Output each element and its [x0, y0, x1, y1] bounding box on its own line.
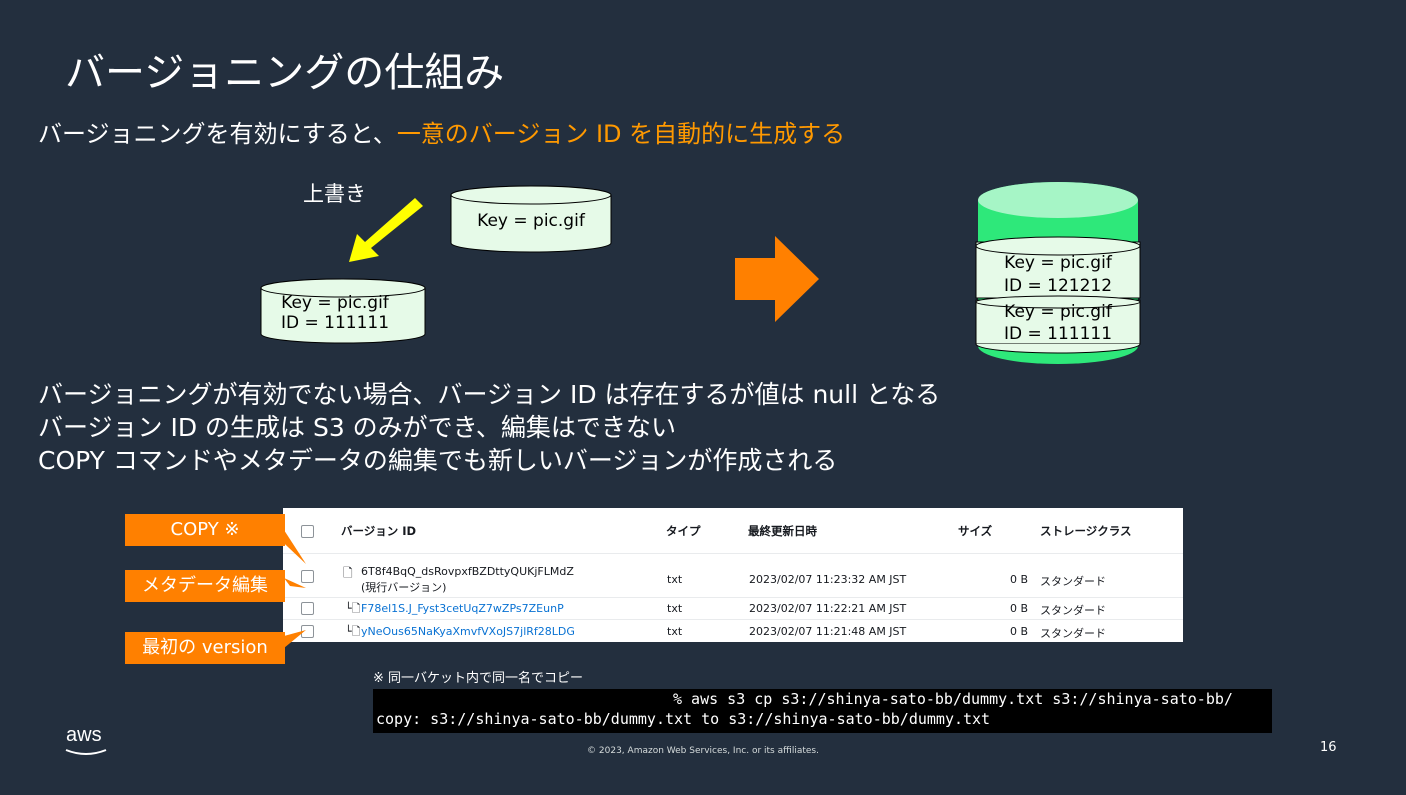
versioned-bucket — [975, 182, 1141, 364]
table-row: 🗋 6T8f4BqQ_dsRovpxfBZDttyQUKjFLMdZ (現行バー… — [283, 554, 1183, 598]
copy-note: ※ 同一バケット内で同一名でコピー — [373, 671, 584, 686]
aws-smile-icon — [65, 749, 107, 755]
modified-cell: 2023/02/07 11:21:48 AM JST — [749, 625, 907, 638]
size-cell: 0 B — [1010, 602, 1029, 615]
next-arrow-icon — [735, 236, 819, 322]
size-cell: 0 B — [1010, 625, 1029, 638]
version-id-link[interactable]: yNeOus65NaKyaXmvfVXoJS7jlRf28LDG — [361, 625, 575, 638]
subtitle-prefix: バージョニングを有効にすると、 — [38, 120, 397, 148]
file-icon: 🗋 — [343, 566, 353, 580]
header-size[interactable]: サイズ — [958, 524, 993, 538]
row-checkbox[interactable] — [301, 570, 314, 583]
terminal-result: copy: s3://shinya-sato-bb/dummy.txt to s… — [376, 710, 991, 728]
select-all-checkbox[interactable] — [301, 525, 314, 538]
modified-cell: 2023/02/07 11:22:21 AM JST — [749, 602, 907, 615]
type-cell: txt — [667, 602, 683, 615]
stack-top-key: Key = pic.gif — [1004, 253, 1112, 273]
type-cell: txt — [667, 573, 683, 586]
version-id: 6T8f4BqQ_dsRovpxfBZDttyQUKjFLMdZ — [361, 565, 574, 578]
current-version-label: (現行バージョン) — [361, 581, 447, 594]
callout-first-version: 最初の version — [125, 632, 285, 664]
header-modified[interactable]: 最終更新日時 — [748, 524, 817, 538]
new-object-key: Key = pic.gif — [477, 211, 585, 231]
storage-cell: スタンダード — [1040, 627, 1106, 640]
bullet-item: バージョニングが有効でない場合、バージョン ID は存在するが値は null と… — [38, 380, 941, 409]
size-cell: 0 B — [1010, 573, 1029, 586]
storage-cell: スタンダード — [1040, 604, 1106, 617]
table-row: └🗋 F78el1S.J_Fyst3cetUqZ7wZPs7ZEunP txt … — [283, 598, 1183, 620]
old-object-id: ID = 111111 — [280, 313, 390, 333]
bullet-item: バージョン ID の生成は S3 のみができ、編集はできない — [38, 413, 676, 442]
copyright: © 2023, Amazon Web Services, Inc. or its… — [587, 746, 819, 756]
type-cell: txt — [667, 625, 683, 638]
new-object-cylinder — [450, 185, 612, 253]
overwrite-arrow-icon — [349, 198, 423, 262]
header-version-id[interactable]: バージョン ID — [341, 524, 417, 538]
old-object-key: Key = pic.gif — [281, 293, 389, 313]
stack-bottom-id: ID = 111111 — [1003, 324, 1113, 344]
terminal-command: % aws s3 cp s3://shinya-sato-bb/dummy.tx… — [673, 690, 1233, 708]
bullet-item: COPY コマンドやメタデータの編集でも新しいバージョンが作成される — [38, 446, 838, 475]
stack-top-id: ID = 121212 — [1003, 276, 1113, 296]
subtitle-highlight: 一意のバージョン ID を自動的に生成する — [396, 120, 846, 148]
modified-cell: 2023/02/07 11:23:32 AM JST — [749, 573, 907, 586]
aws-logo: aws — [65, 724, 107, 755]
table-row: └🗋 yNeOus65NaKyaXmvfVXoJS7jlRf28LDG txt … — [283, 620, 1183, 642]
overwrite-label: 上書き — [303, 182, 366, 206]
slide-title: バージョニングの仕組み — [65, 50, 505, 96]
bullet-list: バージョニングが有効でない場合、バージョン ID は存在するが値は null と… — [38, 378, 940, 477]
page-number: 16 — [1320, 740, 1337, 755]
storage-cell: スタンダード — [1040, 575, 1106, 588]
slide-subtitle: バージョニングを有効にすると、一意のバージョン ID を自動的に生成する — [38, 114, 845, 149]
header-storage-class[interactable]: ストレージクラス — [1040, 524, 1132, 538]
versions-table: バージョン ID タイプ 最終更新日時 サイズ ストレージクラス 🗋 6T8f4… — [283, 508, 1183, 642]
terminal-output: % aws s3 cp s3://shinya-sato-bb/dummy.tx… — [373, 689, 1272, 733]
file-icon: └🗋 — [345, 602, 361, 615]
file-icon: └🗋 — [345, 625, 361, 638]
callout-metadata: メタデータ編集 — [125, 570, 285, 602]
aws-logo-text: aws — [66, 724, 102, 746]
table-header: バージョン ID タイプ 最終更新日時 サイズ ストレージクラス — [283, 508, 1183, 554]
stack-bottom-key: Key = pic.gif — [1004, 302, 1112, 322]
old-object-cylinder — [260, 278, 426, 344]
header-type[interactable]: タイプ — [666, 524, 701, 538]
callout-copy: COPY ※ — [125, 514, 285, 546]
row-checkbox[interactable] — [301, 602, 314, 615]
version-id-link[interactable]: F78el1S.J_Fyst3cetUqZ7wZPs7ZEunP — [361, 602, 564, 615]
